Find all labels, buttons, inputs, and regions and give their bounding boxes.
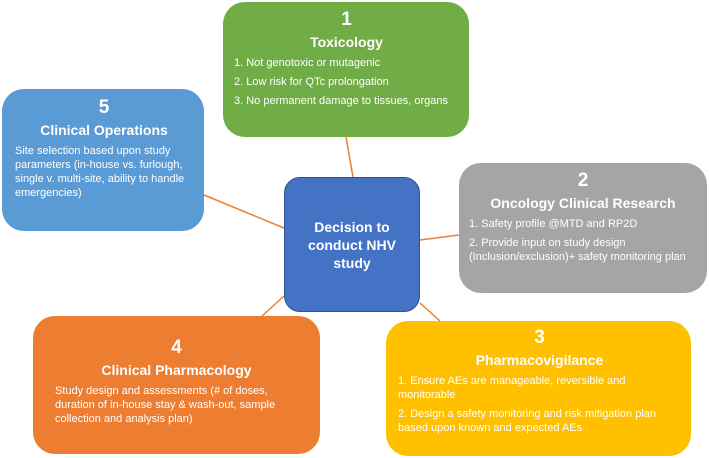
box-item: 2. Design a safety monitoring and risk m… [398,408,657,434]
box-item: 1. Not genotoxic or mutagenic [234,57,381,69]
box-item: Study design and assessments (# of doses… [55,385,276,425]
toxicology-box: 1 Toxicology 1. Not genotoxic or mutagen… [223,2,469,137]
box-item: 1. Ensure AEs are manageable, reversible… [398,375,626,401]
box-number: 3 [534,327,545,348]
connector-pharmacovigilance [419,302,441,322]
box-title: Toxicology [310,34,383,50]
pharmacovigilance-box: 3 Pharmacovigilance 1. Ensure AEs are ma… [386,321,691,456]
box-item: 1. Safety profile @MTD and RP2D [469,218,638,230]
center-decision-box: Decision to conduct NHV study [284,177,420,312]
connector-clinical-operations [203,194,285,229]
center-text: Decision to conduct NHV study [308,218,396,271]
box-title: Clinical Operations [40,122,168,138]
box-title: Oncology Clinical Research [490,195,676,211]
oncology-clinical-research-box: 2 Oncology Clinical Research 1. Safety p… [459,163,707,293]
box-item: Site selection based upon study paramete… [15,145,185,199]
clinical-operations-box: 5 Clinical Operations Site selection bas… [2,89,204,231]
connector-clinical-pharmacology [261,295,285,317]
box-item: 3. No permanent damage to tissues, organ… [234,95,449,107]
clinical-pharmacology-box: 4 Clinical Pharmacology Study design and… [33,316,320,454]
box-title: Clinical Pharmacology [101,362,252,378]
box-number: 1 [341,9,352,30]
box-item: 2. Provide input on study design (Inclus… [469,237,686,263]
box-number: 2 [577,170,589,191]
box-item: 2. Low risk for QTc prolongation [234,76,389,88]
connector-oncology [419,234,460,241]
box-title: Pharmacovigilance [475,352,604,368]
connector-toxicology [345,136,354,178]
box-number: 4 [171,337,182,358]
box-number: 5 [98,97,110,118]
